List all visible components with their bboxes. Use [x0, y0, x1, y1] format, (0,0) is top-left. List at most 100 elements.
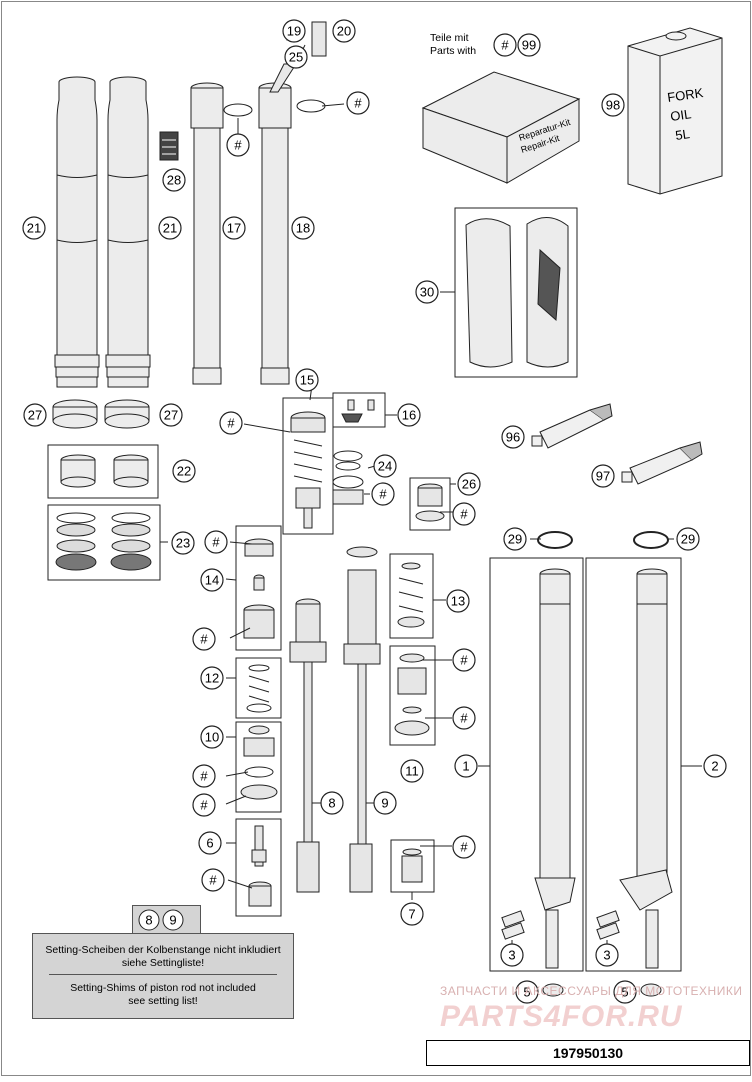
box-26 [409, 477, 451, 531]
callout-circle [452, 706, 476, 730]
callout-label: 3 [508, 948, 515, 963]
callout-circle [284, 45, 308, 69]
callout-label: # [200, 632, 208, 647]
callout-circle [517, 33, 541, 57]
callout-10: 10 [200, 725, 224, 749]
callout-circle [162, 168, 186, 192]
callout-circle [159, 403, 183, 427]
callout-circle [320, 791, 344, 815]
callout-hash-c_hash10a: # [192, 764, 216, 788]
fork-leg-2 [596, 568, 673, 969]
box-15 [282, 397, 334, 535]
callout-label: # [460, 507, 468, 522]
setting-note-refs: 8 9 [132, 905, 201, 934]
callout-circle [200, 568, 224, 592]
callout-label: 20 [337, 24, 351, 39]
callout-hash-c_hash11b: # [452, 706, 476, 730]
callout-circle [332, 19, 356, 43]
protector-rings-27 [52, 399, 150, 429]
callout-29: 29 [676, 527, 700, 551]
outer-tube-21-right [105, 76, 151, 388]
callout-circle [601, 93, 625, 117]
setting-note-ref-9: 9 [169, 913, 176, 928]
callout-circle [346, 91, 370, 115]
callout-label: # [379, 487, 387, 502]
callout-label: 25 [289, 50, 303, 65]
callout-label: 16 [402, 408, 416, 423]
callout-label: 18 [296, 221, 310, 236]
part-26 [415, 483, 445, 522]
callout-circle [373, 454, 397, 478]
kit-note: Teile mit Parts with [430, 32, 476, 58]
box-14 [235, 525, 282, 651]
callout-22: 22 [172, 459, 196, 483]
setting-note-de-line1: Setting-Scheiben der Kolbenstange nicht … [45, 944, 281, 956]
callout-circle [400, 759, 424, 783]
callout-7: 7 [400, 902, 424, 926]
callout-19: 19 [282, 19, 306, 43]
callout-circle [400, 902, 424, 926]
setting-note-box: Setting-Scheiben der Kolbenstange nicht … [32, 933, 294, 1019]
callout-circle [452, 502, 476, 526]
callout-hash-c_hash7: # [452, 835, 476, 859]
svg-text:OIL: OIL [669, 106, 692, 124]
box-6 [235, 818, 282, 917]
callout-hash-c_hash14b: # [192, 627, 216, 651]
watermark-logo: PARTS4FOR.RU [440, 1000, 683, 1033]
oring-18 [296, 99, 326, 113]
callout-label: 98 [606, 98, 620, 113]
callout-circle [503, 527, 527, 551]
damper-rod-9 [343, 546, 381, 893]
callout-label: 6 [206, 836, 213, 851]
callout-circle [291, 216, 315, 240]
box-12 [235, 657, 282, 719]
callout-2: 2 [703, 754, 727, 778]
callout-label: 97 [596, 469, 610, 484]
axle-nut-5-right [640, 983, 662, 997]
part-7 [401, 848, 423, 883]
grease-tube-96 [531, 403, 613, 449]
callout-label: # [200, 798, 208, 813]
callout-5: 5 [515, 980, 539, 1004]
spring-12 [246, 664, 272, 713]
callout-9: 9 [373, 791, 397, 815]
oring-17 [223, 103, 253, 117]
spring-13 [397, 562, 425, 628]
callout-label: 23 [176, 536, 190, 551]
bushings-22 [60, 454, 149, 488]
callout-23: 23 [171, 531, 195, 555]
callout-18: 18 [291, 216, 315, 240]
callout-circle [373, 791, 397, 815]
callout-label: # [460, 840, 468, 855]
box-13 [389, 553, 434, 639]
callout-label: 28 [167, 173, 181, 188]
box-1 [489, 557, 584, 972]
callout-label: 22 [177, 464, 191, 479]
callout-label: 2 [711, 759, 718, 774]
callout-circle [703, 754, 727, 778]
callout-label: # [354, 96, 362, 111]
kit-note-en: Parts with [430, 45, 477, 57]
callout-circle [200, 725, 224, 749]
callout-27: 27 [23, 403, 47, 427]
callout-label: 17 [227, 221, 241, 236]
callout-hash-c_hash15: # [219, 411, 243, 435]
callout-circle [676, 527, 700, 551]
callout-label: # [234, 138, 242, 153]
callout-11: 11 [400, 759, 424, 783]
callout-circle [371, 482, 395, 506]
callout-label: 8 [328, 796, 335, 811]
setting-note-ref-8: 8 [145, 913, 152, 928]
callout-21: 21 [158, 216, 182, 240]
setting-note-de-line2: siehe Settingliste! [121, 957, 205, 969]
callout-circle [415, 280, 439, 304]
callout-circle [192, 764, 216, 788]
callout-14: 14 [200, 568, 224, 592]
watermark-text: ЗАПЧАСТИ И АКСЕССУАРЫ ДЛЯ МОТОТЕХНИКИ [440, 984, 743, 998]
repair-kit-box: Reparatur-Kit Repair-Kit [421, 71, 581, 184]
seals-23 [55, 512, 152, 571]
callout-circle [595, 943, 619, 967]
part-number: 197950130 [426, 1040, 750, 1066]
